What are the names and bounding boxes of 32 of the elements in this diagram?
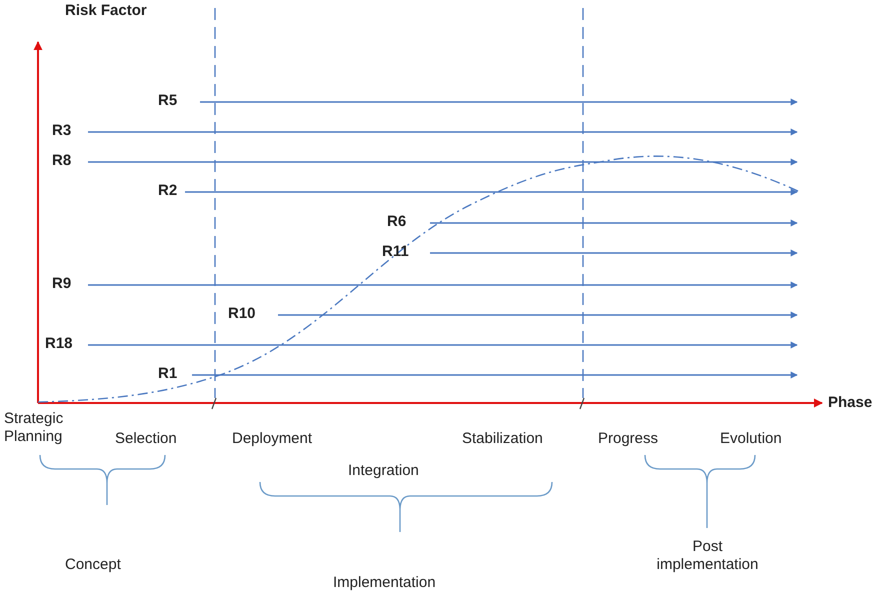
arrow — [430, 250, 798, 256]
arrow — [88, 342, 798, 348]
phase-label: Evolution — [720, 430, 782, 448]
stage-label: Implementation — [333, 574, 436, 592]
risk-label: R2 — [158, 182, 178, 200]
arrow — [278, 312, 798, 318]
risk-label: R10 — [228, 305, 256, 323]
risk-factor-axis-title: Risk Factor — [65, 2, 147, 20]
phase-axis-title: Phase — [828, 394, 872, 412]
risk-label: R5 — [158, 92, 178, 110]
stage-label: Post implementation — [656, 538, 760, 574]
stage-label: Concept — [65, 556, 121, 574]
phase-label: Strategic Planning — [4, 410, 64, 446]
arrow — [430, 220, 798, 226]
risk-label: R8 — [52, 152, 72, 170]
risk-label: R6 — [387, 213, 406, 231]
phase-label: Progress — [598, 430, 658, 448]
phase-label: Deployment — [232, 430, 312, 448]
phase-label: Stabilization — [462, 430, 543, 448]
risk-label: R1 — [158, 365, 178, 383]
arrow — [88, 158, 798, 166]
arrow — [88, 282, 798, 288]
arrow — [200, 98, 798, 106]
risk-label: R18 — [45, 335, 73, 353]
risk-label: R11 — [382, 243, 409, 261]
arrow — [88, 128, 798, 136]
arrow — [185, 188, 798, 196]
phase-label: Integration — [348, 462, 419, 480]
risk-label: R3 — [52, 122, 72, 140]
phase-label: Selection — [115, 430, 177, 448]
risk-label: R9 — [52, 275, 72, 293]
arrow — [192, 372, 798, 378]
